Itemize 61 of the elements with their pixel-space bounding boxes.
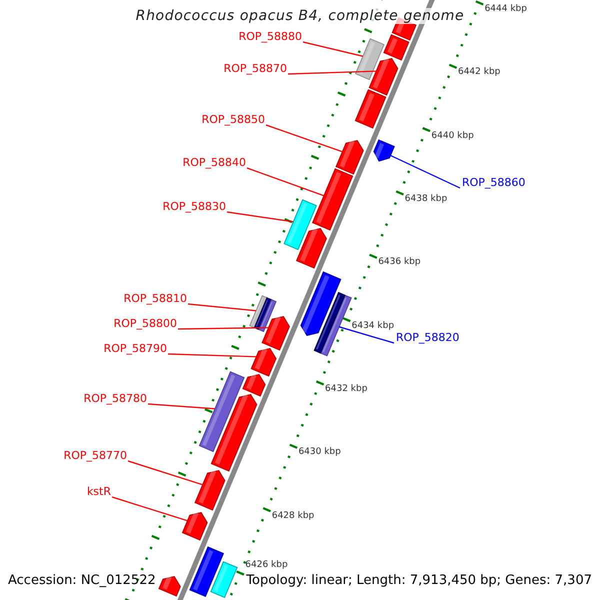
scale-label: 6430 kbp [298,447,341,458]
gene-block [250,348,277,377]
leader-line [168,353,256,358]
gene-block [262,316,290,351]
gene-block [210,561,238,598]
leader-line [339,326,394,344]
gene-block [312,168,354,231]
gene-block [242,374,266,397]
scale-label: 6436 kbp [378,257,421,268]
gene-label: ROP_58770 [64,450,127,463]
gene-block [383,34,410,61]
gene-block [189,546,224,598]
gene-label: ROP_58810 [124,293,187,306]
gene-label: ROP_58870 [224,63,287,76]
gene-block [198,371,245,452]
gene-block [210,394,258,472]
scale-label: 6428 kbp [272,510,314,521]
scale-label: 6434 kbp [352,320,394,331]
gene-block [320,294,352,356]
gene-block [158,576,181,597]
accession-text: Accession: NC_012522 [8,574,156,589]
scale-label: 6444 kbp [484,4,527,14]
leader-line [266,124,342,152]
gene-block [300,271,342,336]
gene-label: kstR [86,486,111,499]
gene-label: ROP_58850 [202,114,265,127]
gene-block [182,512,208,541]
gene-block [249,295,277,332]
leader-line [178,327,268,330]
scale-label: 6442 kbp [458,67,500,78]
gene-label: ROP_58790 [104,343,167,356]
gene-block [373,139,395,162]
scale-label: 6432 kbp [325,384,368,394]
leader-line [302,41,363,57]
gene-label: ROP_58780 [84,393,147,406]
genome-summary-text: Topology: linear; Length: 7,913,450 bp; Genes: 7,307 [246,574,592,589]
gene-block [354,89,386,129]
gene-block [335,140,364,175]
gene-block [354,38,385,80]
gene-label: ROP_58800 [114,318,177,331]
leader-line [246,167,324,196]
gene-block [314,292,346,354]
gene-label: ROP_58820 [396,332,460,345]
leader-line [288,70,376,75]
scale-label: 6426 kbp [245,560,288,570]
gene-block [284,199,317,250]
gene-label: ROP_58840 [182,157,246,170]
scale-label: 6440 kbp [431,130,474,141]
gene-block [194,470,226,511]
gene-block [368,58,398,96]
gene-label: ROP_58880 [238,31,302,44]
leader-line [112,496,188,522]
leader-line [188,303,256,312]
leader-line [390,154,460,189]
leader-line [128,460,203,486]
leader-line [148,403,215,410]
gene-label: ROP_58860 [462,177,526,190]
leader-line [226,211,294,222]
gene-block [296,228,327,269]
gene-label: ROP_58830 [162,201,226,214]
scale-label: 6438 kbp [404,194,448,204]
